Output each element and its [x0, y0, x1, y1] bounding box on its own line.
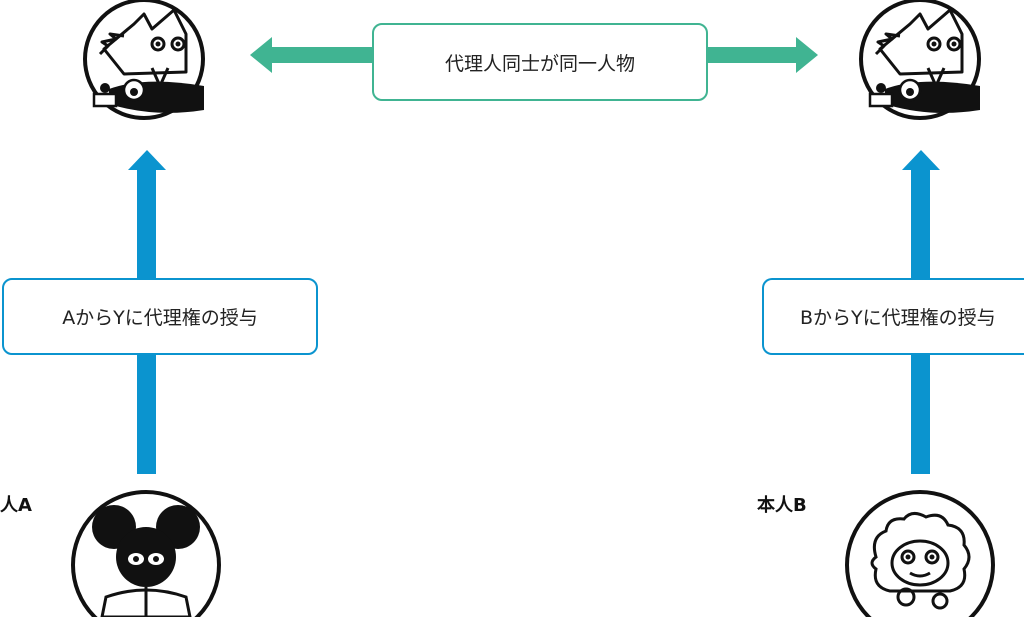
grant-label-b: BからYに代理権の授与: [762, 278, 1024, 355]
principal-a-name: 本人A: [0, 495, 32, 516]
wolf-agent-icon: [83, 0, 205, 120]
wolf-agent-icon: [859, 0, 981, 120]
sheep-person-icon: [845, 490, 995, 617]
grant-label-a-text: AからYに代理権の授与: [62, 307, 258, 329]
mouse-person-icon: [71, 490, 221, 617]
grant-label-b-text: BからYに代理権の授与: [800, 307, 996, 329]
shared-agent-label: 代理人同士が同一人物: [372, 23, 708, 101]
shared-agent-text: 代理人同士が同一人物: [444, 52, 635, 75]
grant-label-a: AからYに代理権の授与: [2, 278, 318, 355]
principal-b-name: 本人B: [757, 495, 807, 516]
